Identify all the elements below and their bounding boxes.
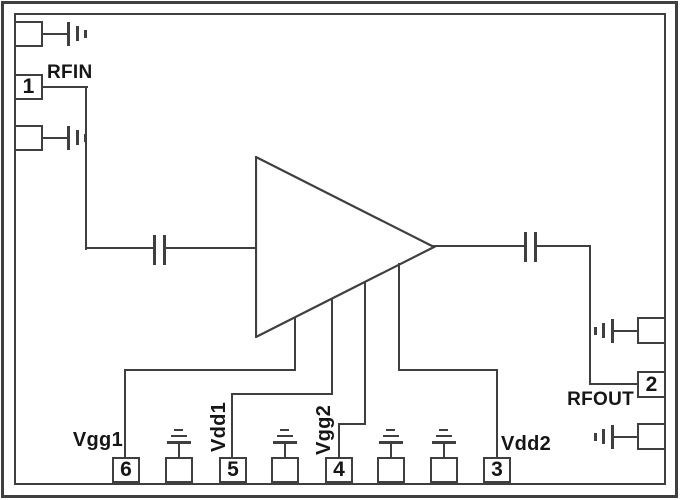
vgg2-bias-trace <box>338 423 340 457</box>
vdd1-bias-trace <box>231 393 233 457</box>
ground-pad-left-bottom <box>14 125 43 151</box>
vdd2-bias-trace <box>398 263 400 371</box>
vdd1-bias-trace <box>331 298 333 395</box>
pad-4-number: 4 <box>333 458 345 481</box>
rf-output-trace <box>589 383 637 385</box>
rf-input-trace <box>166 247 256 249</box>
ground-icon <box>272 428 298 457</box>
pad-6-number: 6 <box>120 458 132 481</box>
pad-3-number: 3 <box>491 458 503 481</box>
ground-icon <box>166 428 192 457</box>
ground-pad-bottom-3 <box>377 457 405 483</box>
vdd2-bias-trace <box>398 369 498 371</box>
capacitor-icon <box>534 232 537 262</box>
vgg1-bias-trace <box>294 317 296 371</box>
ground-pad-bottom-2 <box>271 457 299 483</box>
ground-pad-bottom-4 <box>430 457 458 483</box>
pad-2-rfout: 2 <box>637 371 666 398</box>
ground-pad-bottom-1 <box>165 457 193 483</box>
ground-icon <box>594 424 638 450</box>
capacitor-icon <box>163 235 166 265</box>
capacitor-icon <box>524 232 527 262</box>
vgg2-bias-trace <box>364 282 366 425</box>
pad-2-number: 2 <box>645 372 658 396</box>
rf-input-trace <box>85 86 87 250</box>
rf-output-trace <box>433 245 525 247</box>
ground-icon <box>43 125 87 151</box>
ground-icon <box>594 318 638 344</box>
rf-input-trace <box>43 86 88 88</box>
vgg1-label: Vgg1 <box>72 429 123 451</box>
pad-5-vdd1: 5 <box>219 457 247 483</box>
vdd1-label: Vdd1 <box>207 401 230 453</box>
pad-5-number: 5 <box>227 458 239 481</box>
pad-1-number: 1 <box>22 75 35 98</box>
vdd2-label: Vdd2 <box>501 433 552 455</box>
rf-output-trace <box>537 245 591 247</box>
pad-6-vgg1: 6 <box>112 457 140 483</box>
ground-pad-right-top <box>637 317 666 344</box>
vgg2-bias-trace <box>338 423 366 425</box>
vdd1-bias-trace <box>231 393 333 395</box>
vgg1-bias-trace <box>124 369 296 371</box>
pad-3-vdd2: 3 <box>483 457 511 483</box>
ground-pad-right-bottom <box>637 423 666 450</box>
rfout-label: RFOUT <box>567 389 634 410</box>
ground-pad-left-top <box>14 21 43 47</box>
rfin-label: RFIN <box>47 62 93 83</box>
ground-icon <box>43 21 87 47</box>
rf-input-trace <box>85 247 154 249</box>
ground-icon <box>378 428 404 457</box>
amplifier-triangle-icon <box>255 156 436 338</box>
ground-icon <box>431 428 457 457</box>
vdd2-bias-trace <box>496 369 498 457</box>
vgg1-bias-trace <box>124 369 126 457</box>
chip-outline <box>14 13 666 485</box>
pad-1-rfin: 1 <box>14 74 43 100</box>
capacitor-icon <box>153 235 156 265</box>
rf-output-trace <box>589 245 591 385</box>
vgg2-label: Vgg2 <box>312 404 335 456</box>
pad-4-vgg2: 4 <box>325 457 353 483</box>
